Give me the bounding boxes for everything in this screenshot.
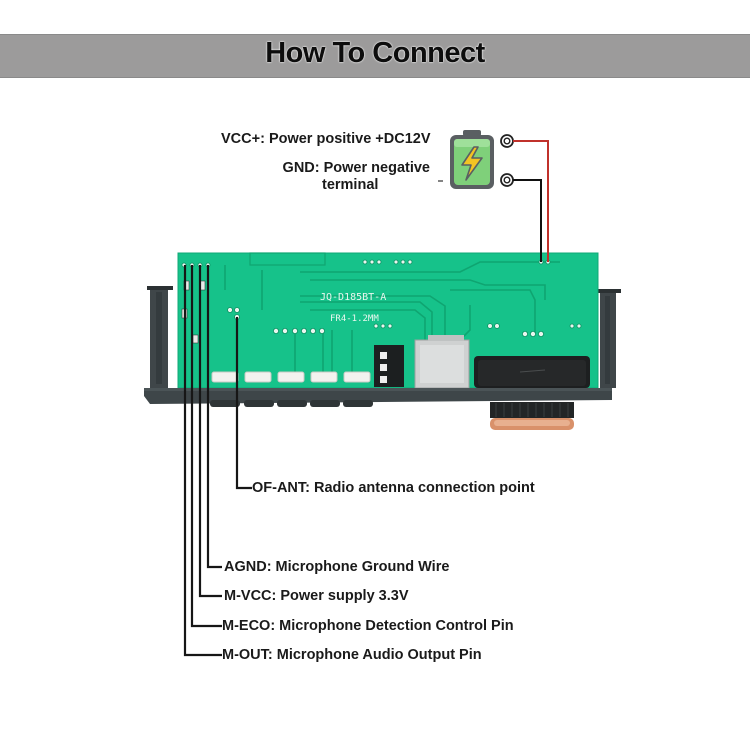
knob-cap[interactable] — [490, 402, 574, 430]
pcb-traces — [224, 261, 560, 372]
pin-label-m-out: M-OUT: Microphone Audio Output Pin — [222, 647, 482, 663]
leader-m-out — [183, 265, 222, 657]
button-row — [211, 371, 371, 383]
leader-m-vcc — [198, 265, 222, 598]
volume-knob[interactable] — [474, 356, 590, 388]
usb-connector — [374, 345, 404, 387]
tf-card-slot — [414, 335, 470, 389]
battery-charging-icon — [450, 130, 494, 189]
pin-label-m-vcc: M-VCC: Power supply 3.3V — [224, 588, 409, 604]
tact-button[interactable] — [244, 371, 272, 383]
front-panel — [144, 388, 612, 407]
left-bracket — [147, 286, 173, 388]
right-bracket — [595, 289, 621, 388]
tact-button[interactable] — [310, 371, 338, 383]
tact-button[interactable] — [343, 371, 371, 383]
negative-terminal — [500, 173, 514, 187]
pin-label-m-eco: M-ECO: Microphone Detection Control Pin — [222, 618, 514, 634]
tact-button[interactable] — [277, 371, 305, 383]
module-board: JQ-D185BT-A FR4-1.2MM — [144, 252, 621, 430]
gnd-label-line2: terminal — [322, 177, 379, 193]
board-material-text: FR4-1.2MM — [330, 314, 379, 324]
leader-agnd — [206, 265, 222, 569]
vcc-label: VCC+: Power positive +DC12V — [221, 131, 431, 147]
leader-of-ant — [235, 317, 252, 490]
leader-m-eco — [190, 265, 222, 628]
pin-leader-lines — [183, 265, 252, 657]
board-model-text: JQ-D185BT-A — [320, 292, 386, 303]
tact-button[interactable] — [211, 371, 239, 383]
pin-label-of-ant: OF-ANT: Radio antenna connection point — [252, 480, 535, 496]
positive-wire — [513, 140, 549, 262]
page-title: How To Connect — [265, 37, 485, 69]
negative-wire — [513, 179, 542, 262]
header-banner: How To Connect — [0, 34, 750, 78]
gnd-label-line1: GND: Power negative — [282, 160, 430, 176]
pin-label-agnd: AGND: Microphone Ground Wire — [224, 559, 450, 575]
positive-terminal — [500, 134, 514, 148]
